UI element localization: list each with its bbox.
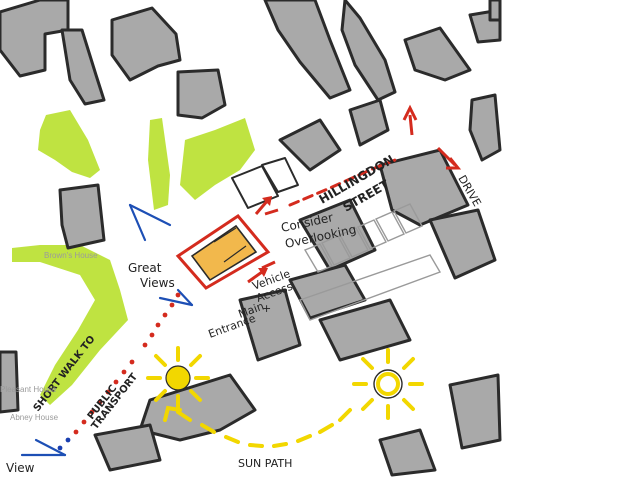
green-area-west [38, 110, 100, 178]
sun-icon [352, 348, 424, 420]
footpath-dots [57, 292, 181, 451]
building [60, 28, 106, 106]
building [378, 428, 437, 477]
label-house: Abney House [10, 413, 59, 422]
building [238, 288, 302, 362]
label-plus: + [262, 302, 271, 315]
building [298, 198, 377, 272]
green-area-north-2 [180, 118, 255, 200]
view-lines [20, 203, 194, 457]
building [340, 0, 397, 102]
building [0, 0, 70, 78]
building [348, 98, 390, 147]
building [403, 26, 472, 82]
green-area-southwest [12, 245, 128, 405]
building [428, 208, 497, 280]
buildings-layer [0, 0, 502, 477]
label-house: Pleasant House [0, 385, 57, 394]
building-browns-house [58, 183, 106, 250]
label-sun-path: SUN PATH [238, 457, 292, 470]
building [176, 68, 227, 120]
building [263, 0, 352, 100]
site-proposal [175, 214, 271, 290]
building [93, 423, 162, 472]
building [468, 93, 502, 162]
label-views: Views [140, 276, 175, 290]
label-house: Brown's House [44, 251, 98, 260]
label-great: Great [128, 261, 162, 275]
street-arrow-east [436, 146, 462, 170]
sun-path-start-arrow [163, 405, 182, 422]
terrace-outline [299, 203, 442, 321]
sun-icon [146, 346, 210, 410]
label-view: View [6, 461, 35, 475]
site-boundary [175, 214, 271, 290]
building [278, 118, 342, 172]
site-building [190, 224, 258, 282]
greenery-layer [12, 110, 255, 405]
building [110, 6, 182, 82]
access-arrows [247, 196, 279, 284]
building [318, 298, 412, 362]
street-arrow-north [402, 104, 418, 136]
building [448, 373, 502, 450]
sun-path-arc [176, 408, 352, 448]
building [488, 0, 502, 22]
green-area-north-1 [148, 118, 170, 210]
building-outline [261, 157, 299, 193]
building [0, 350, 20, 414]
street-route-line [288, 156, 402, 207]
